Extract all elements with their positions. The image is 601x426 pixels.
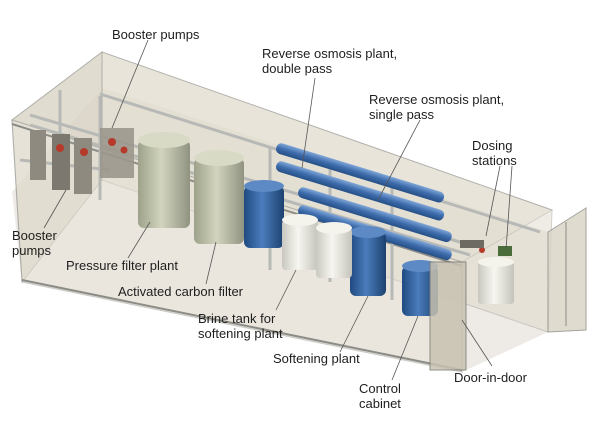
container-front-bottom-rail [21, 279, 463, 371]
leader-brine-tank [275, 269, 297, 311]
label-ro-double-pass: Reverse osmosis plant,double pass [262, 46, 398, 76]
leader-ro-double [301, 77, 316, 169]
dosing-stations [460, 240, 514, 304]
leader-softening [339, 295, 369, 353]
leader-pressure-filter [127, 221, 151, 259]
leader-booster-top [111, 39, 149, 129]
label-pressure-filter-plant: Pressure filter plant [66, 258, 178, 273]
label-booster-pumps-top: Booster pumps [112, 27, 200, 42]
leader-booster-left [43, 189, 67, 229]
leader-dosing-2 [505, 165, 513, 251]
brine-tanks [282, 214, 352, 278]
leader-carbon-filter [205, 241, 217, 285]
leader-dosing [485, 165, 501, 237]
filter-tanks [138, 132, 244, 244]
booster-pumps-skid [30, 128, 134, 194]
leader-ro-single [377, 119, 421, 201]
softening-vessels [244, 180, 438, 316]
label-softening-plant: Softening plant [273, 351, 360, 366]
leader-door [461, 319, 493, 367]
label-ro-single-pass: Reverse osmosis plant,single pass [369, 92, 505, 122]
leader-control [391, 315, 419, 381]
label-door-in-door: Door-in-door [454, 370, 527, 385]
control-cabinet [429, 261, 467, 371]
door-in-door [547, 207, 587, 333]
label-activated-carbon-filter: Activated carbon filter [118, 284, 244, 299]
leader-lines [43, 39, 513, 381]
